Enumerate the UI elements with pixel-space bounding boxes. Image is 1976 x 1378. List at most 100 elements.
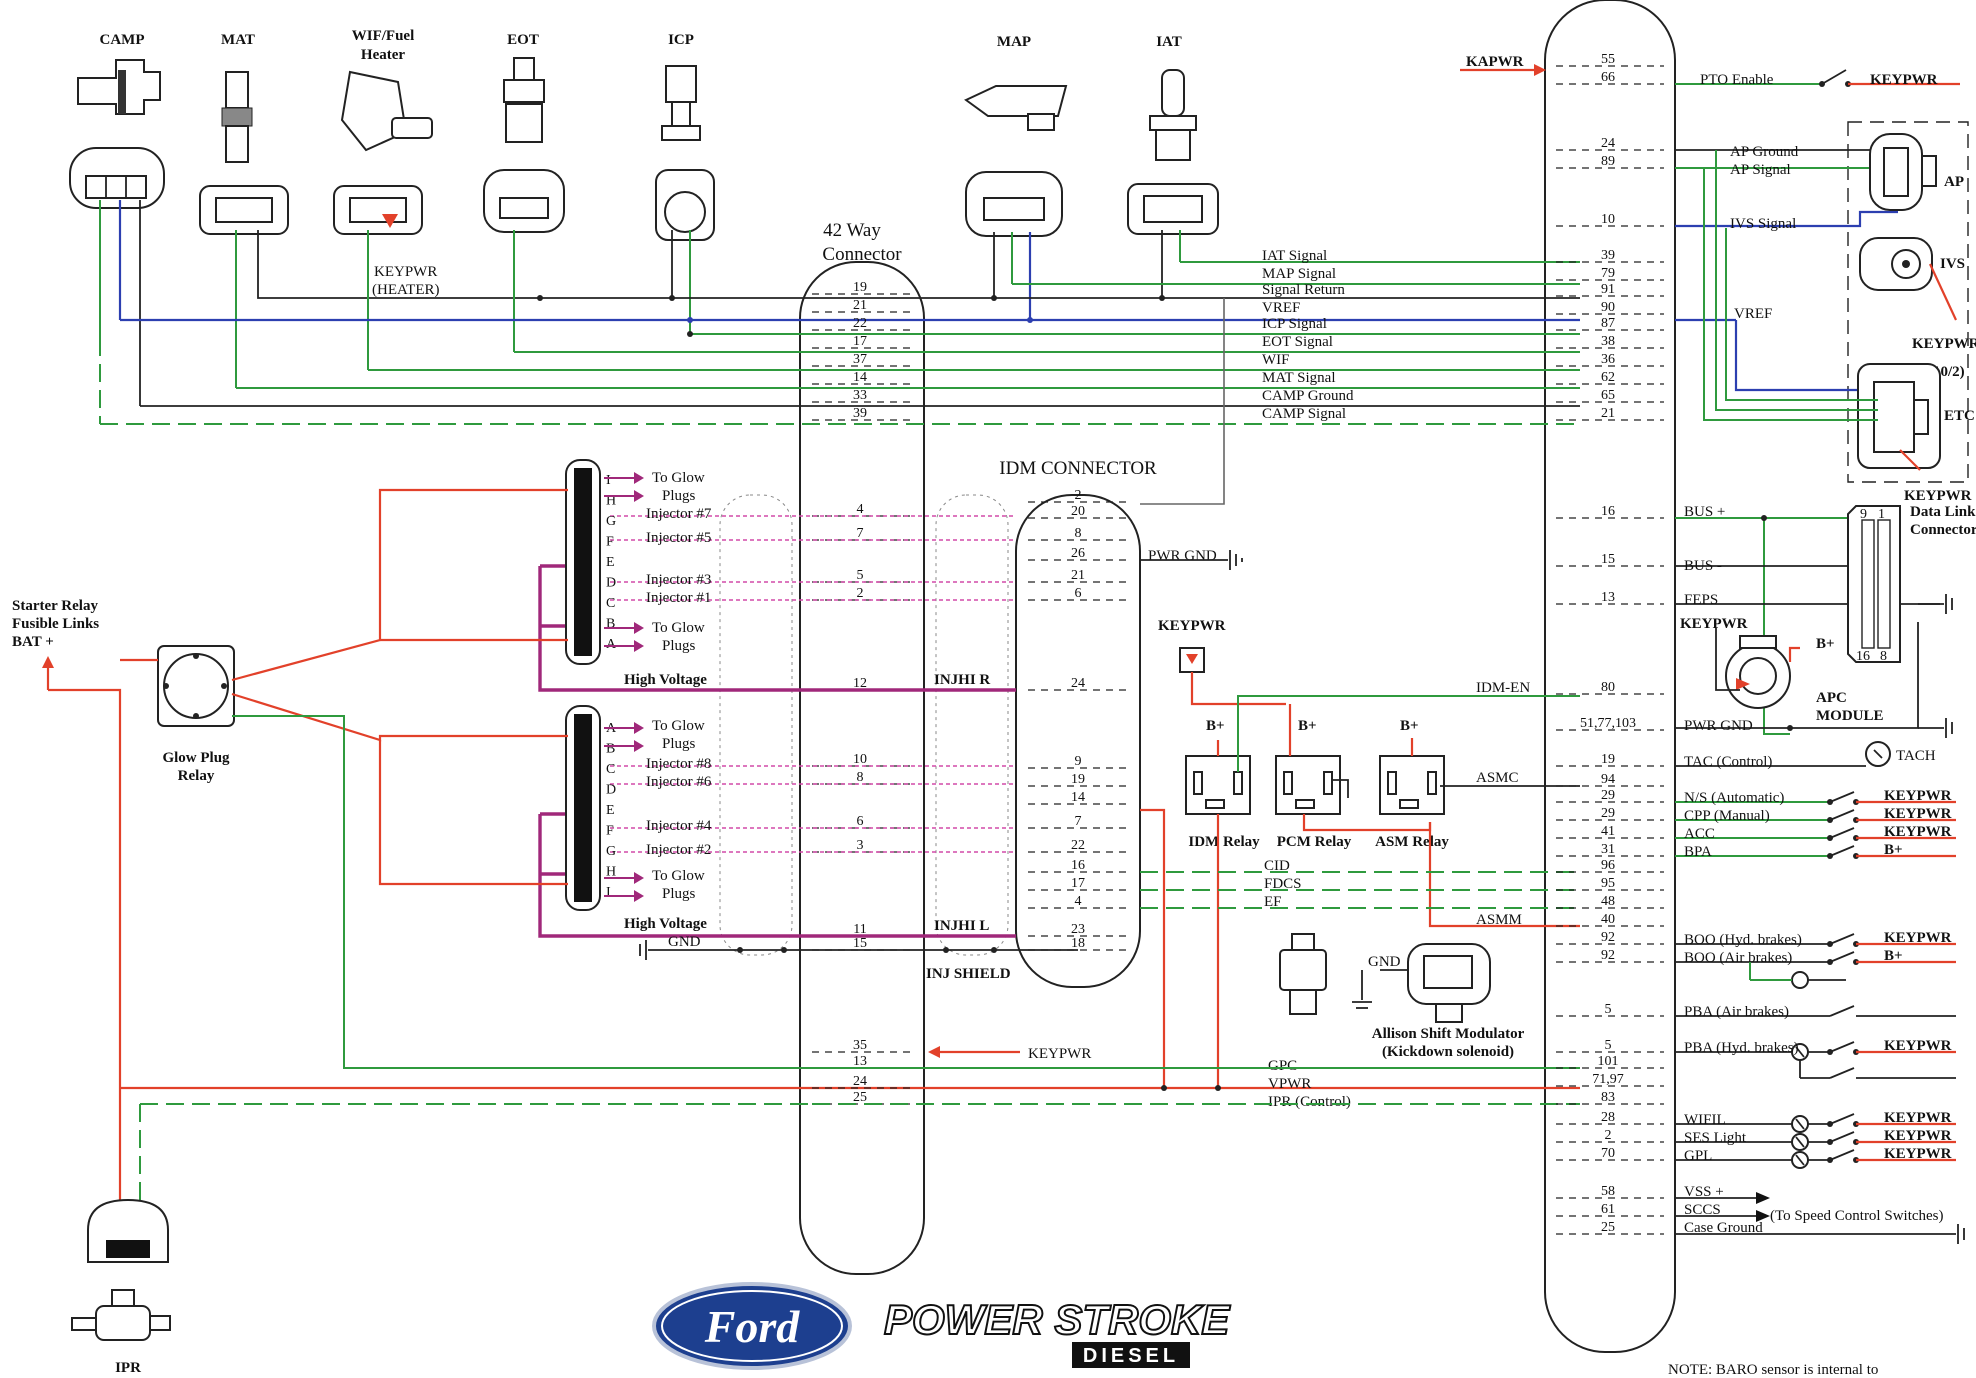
bat-arrow-icon <box>42 656 54 668</box>
icp-label: ICP <box>668 32 694 48</box>
pcm-pin: 39 <box>1601 248 1615 263</box>
pcm-pin: 80 <box>1601 680 1615 695</box>
glow-pin-letter: C <box>606 596 615 611</box>
starter-label-3: BAT + <box>12 634 54 650</box>
pcm-relay-icon <box>1275 755 1341 815</box>
eot-label: EOT <box>507 32 539 48</box>
idm-pin: 23 <box>1071 922 1085 937</box>
dlc-pin-9: 9 <box>1860 507 1867 522</box>
pcm-pin: 92 <box>1601 930 1615 945</box>
fdcs-label: FDCS <box>1264 876 1302 892</box>
bank2-high-voltage: High Voltage <box>624 916 707 932</box>
bank1-to-glow-2: Plugs <box>662 488 696 504</box>
bank1-to-glow-1: To Glow <box>652 470 705 486</box>
pcm-pin: 83 <box>1601 1090 1615 1105</box>
injhi-r-label: INJHI R <box>934 672 990 688</box>
apc-label-2: MODULE <box>1816 708 1884 724</box>
iat-label: IAT <box>1156 34 1182 50</box>
inj-shield-label: INJ SHIELD <box>926 966 1011 982</box>
icp-sensor-icon <box>655 65 715 241</box>
bank2-inj6: Injector #6 <box>646 774 712 790</box>
idm-pin: 14 <box>1071 790 1085 805</box>
pcm-pin: 25 <box>1601 1220 1615 1235</box>
ford-logo: Ford <box>652 1282 852 1370</box>
pcm-pin: 38 <box>1601 334 1615 349</box>
bank1-inj1: Injector #1 <box>646 590 711 606</box>
pcm-pin: 40 <box>1601 912 1615 927</box>
switch-power-label: KEYPWR <box>1884 788 1952 804</box>
idm-pin: 9 <box>1075 754 1082 769</box>
pcm-signal-label: ICP Signal <box>1262 316 1327 332</box>
wifil-label: WIFIL <box>1684 1112 1726 1128</box>
bank1-inj7: Injector #7 <box>646 506 712 522</box>
pcm-signal-label: IAT Signal <box>1262 248 1327 264</box>
c42-pin: 5 <box>857 568 864 583</box>
switch-power-label: KEYPWR <box>1884 824 1952 840</box>
pcm-pin: 71,97 <box>1592 1072 1624 1087</box>
dlc-label-1: Data Link <box>1910 504 1976 520</box>
map-label: MAP <box>997 34 1031 50</box>
camp-label: CAMP <box>100 32 145 48</box>
pcm-pin: 24 <box>1601 136 1615 151</box>
pcm-pin: 70 <box>1601 1146 1615 1161</box>
heater-keypwr: KEYPWR <box>374 264 437 280</box>
switch-power-label: KEYPWR <box>1884 1146 1952 1162</box>
allison-ground-icon <box>1352 1001 1372 1009</box>
ap-label: AP <box>1944 174 1964 190</box>
glow-pin-letter: F <box>606 824 614 839</box>
glow-pin-letter: G <box>606 844 616 859</box>
vss-arrow-icon <box>1756 1192 1770 1204</box>
pcm-pin: 92 <box>1601 948 1615 963</box>
pcm-pin: 48 <box>1601 894 1615 909</box>
c42-pin: 21 <box>853 298 867 313</box>
pcm-signal-label: MAT Signal <box>1262 370 1335 386</box>
c42-pin: 2 <box>857 586 864 601</box>
pcm-pin: 51,77,103 <box>1580 716 1636 731</box>
c42-pin: 37 <box>853 352 867 367</box>
boo-hyd-label: BOO (Hyd. brakes) <box>1684 932 1802 948</box>
bank1-high-voltage: High Voltage <box>624 672 707 688</box>
bank2-inj8: Injector #8 <box>646 756 711 772</box>
apc-label-1: APC <box>1816 690 1847 706</box>
pcm-pin: 15 <box>1601 552 1615 567</box>
asmm-label: ASMM <box>1476 912 1522 928</box>
sensor-harness <box>99 200 1580 505</box>
bank2-to-glow-1: To Glow <box>652 718 705 734</box>
injector-shield-right <box>935 494 1009 956</box>
idm-pin: 4 <box>1075 894 1082 909</box>
ground-icon <box>1229 550 1243 570</box>
eot-sensor-icon <box>483 57 565 233</box>
pcm-pin: 13 <box>1601 590 1615 605</box>
idm-pin: 7 <box>1075 814 1082 829</box>
kapwr-arrow-icon <box>1534 64 1546 76</box>
relay-keypwr: KEYPWR <box>1158 618 1226 634</box>
wif-label-1: WIF/Fuel <box>352 28 415 44</box>
pcm-pin: 95 <box>1601 876 1615 891</box>
c42-pin: 7 <box>857 526 864 541</box>
svg-text:Ford: Ford <box>704 1301 801 1352</box>
c42-pin: 17 <box>853 334 867 349</box>
pto-keypwr: KEYPWR <box>1870 72 1938 88</box>
c42-pin: 14 <box>853 370 867 385</box>
ivs-label: IVS <box>1940 256 1965 272</box>
pcm-pin: 58 <box>1601 1184 1615 1199</box>
pcm-pin: 79 <box>1601 266 1615 281</box>
c42-pin: 4 <box>857 502 864 517</box>
sccs-arrow-icon <box>1756 1210 1770 1222</box>
svg-text:DIESEL: DIESEL <box>1083 1345 1179 1367</box>
bank1-to-glow-3: To Glow <box>652 620 705 636</box>
dlc-label-2: Connector <box>1910 522 1976 538</box>
ipr-connector-icon <box>87 1198 169 1263</box>
pcm-pin: 101 <box>1598 1054 1619 1069</box>
glow-pin-letter: B <box>606 617 615 632</box>
bank1-inj3: Injector #3 <box>646 572 711 588</box>
cpp-label: CPP (Manual) <box>1684 808 1770 824</box>
idm-pin: 20 <box>1071 504 1085 519</box>
idm-pin: 18 <box>1071 936 1085 951</box>
bank2-inj4: Injector #4 <box>646 818 712 834</box>
switch-power-label: B+ <box>1884 842 1903 858</box>
sccs-label: SCCS <box>1684 1202 1721 1218</box>
